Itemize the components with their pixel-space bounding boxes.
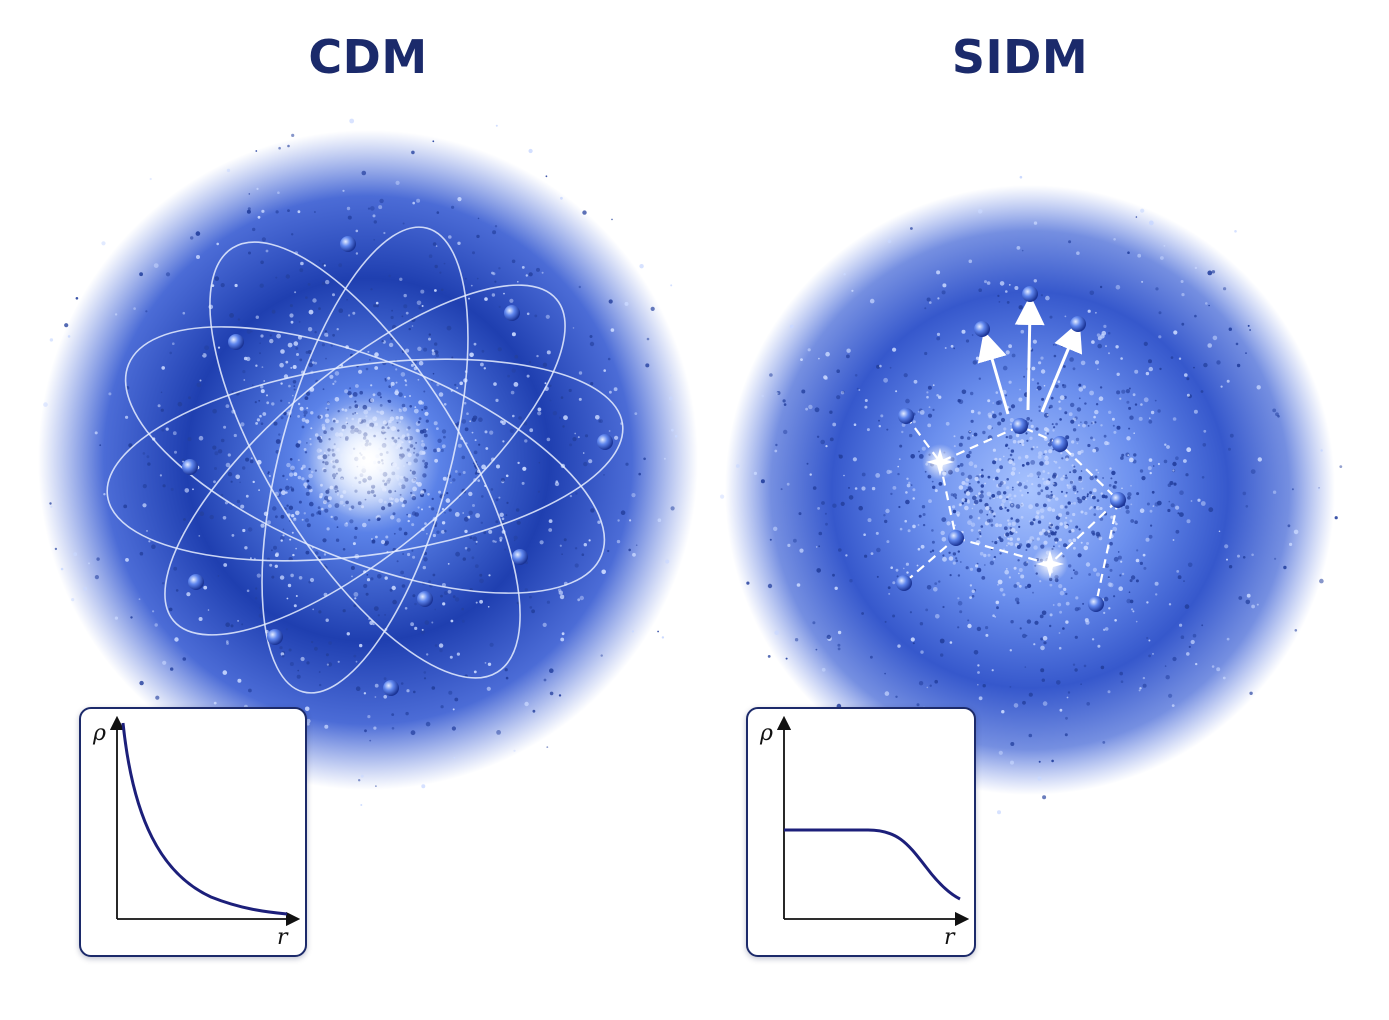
sidm-profile-plot <box>776 715 970 927</box>
cdm-density-profile-inset: ρ r <box>79 707 307 957</box>
sidm-x-axis-label: r <box>944 925 955 950</box>
sidm-recoil-arrows <box>977 295 1083 415</box>
cdm-x-axis-label: r <box>277 925 288 950</box>
cdm-halo <box>38 118 698 806</box>
sidm-title: SIDM <box>951 30 1089 84</box>
cdm-cusp-curve <box>121 722 288 916</box>
cdm-orbiting-particles <box>182 236 613 696</box>
cdm-orbits <box>106 226 624 694</box>
cdm-y-axis-label: ρ <box>93 721 106 746</box>
sidm-particle-cloud <box>720 175 1343 815</box>
sidm-collision-flashes <box>922 444 1068 582</box>
sidm-halo <box>720 175 1343 815</box>
cdm-core-glow <box>308 400 428 520</box>
sidm-y-axis-label: ρ <box>760 721 773 746</box>
cdm-title: CDM <box>308 30 428 84</box>
sidm-particles <box>896 286 1126 612</box>
cdm-profile-plot <box>109 715 301 927</box>
sidm-core-curve <box>784 828 961 901</box>
sidm-density-profile-inset: ρ r <box>746 707 976 957</box>
